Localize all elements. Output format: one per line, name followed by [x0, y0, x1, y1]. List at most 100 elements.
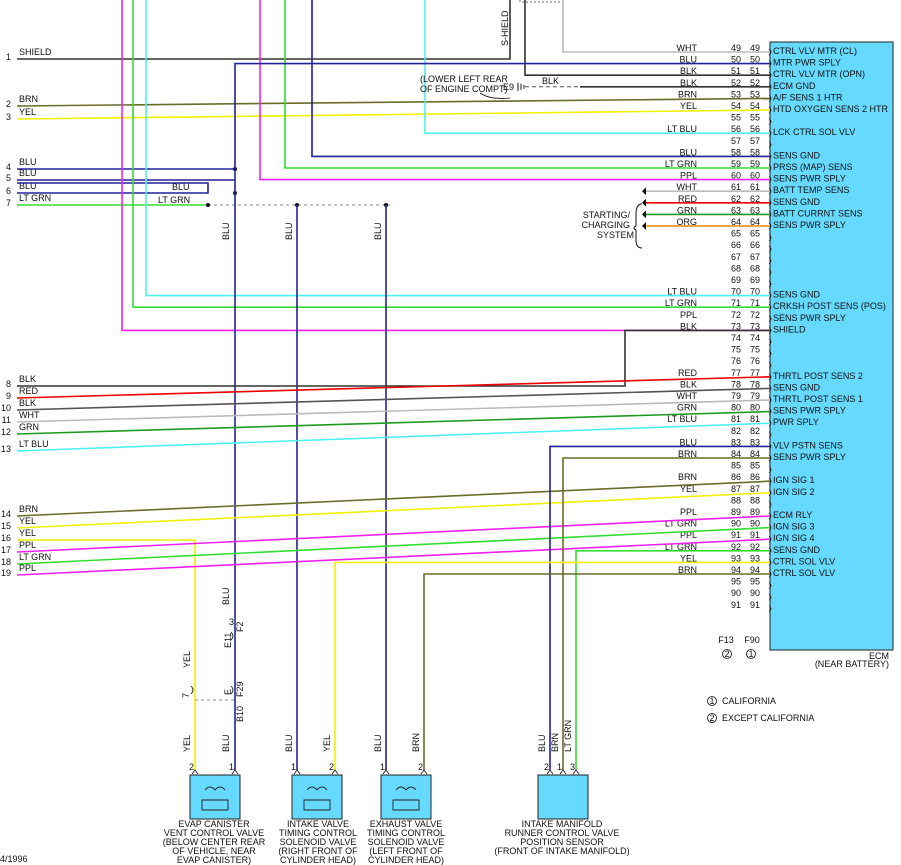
component-box	[189, 774, 241, 820]
mid-wire-label: LT GRN	[158, 195, 190, 205]
left-wire-number: 12	[1, 427, 11, 437]
pin-number: 50	[731, 55, 741, 65]
pin-number: 78	[731, 379, 741, 389]
component-name: CYLINDER HEAD)	[368, 855, 444, 865]
ecm-function: LCK CTRL SOL VLV	[773, 127, 855, 137]
pin-number: 79	[750, 391, 760, 401]
pin-number: 62	[750, 194, 760, 204]
wire-ppl	[16, 538, 771, 576]
left-wire-label: YEL	[19, 516, 36, 526]
pin-terminal	[768, 222, 772, 230]
wire-brn	[562, 457, 770, 770]
pin-terminal	[768, 524, 772, 531]
wire-label: LT GRN	[665, 519, 697, 529]
pin-number: 83	[750, 437, 760, 447]
pin-number: 57	[750, 136, 760, 146]
pin-arrow-icon	[191, 769, 199, 775]
left-wire-label: WHT	[19, 410, 40, 420]
pin-number: 94	[750, 565, 760, 575]
pin-terminal	[768, 396, 772, 404]
pin-number: 76	[750, 356, 760, 366]
ground-wire-label: BLK	[542, 76, 559, 86]
ground-location: OF ENGINE COMPT)	[420, 84, 508, 94]
component-pin: 2	[544, 762, 549, 772]
component-name: TIMING CONTROL	[367, 828, 445, 838]
pin-terminal	[768, 593, 772, 601]
pin-number: 50	[750, 55, 760, 65]
component-name: INTAKE MANIFOLD	[522, 819, 603, 829]
ecm-function: ECM GND	[773, 81, 816, 91]
wire-label: BLK	[680, 66, 697, 76]
brace	[633, 203, 643, 249]
connector-pin: 7	[181, 693, 191, 698]
ecm-function: IGN SIG 3	[773, 522, 815, 532]
ecm-function: SENS GND	[773, 197, 821, 207]
pin-number: 64	[731, 217, 741, 227]
pin-number: 86	[750, 472, 760, 482]
ecm-function: THRTL POST SENS 2	[773, 371, 863, 381]
pin-number: 49	[750, 43, 760, 53]
pin-number: 77	[750, 368, 760, 378]
pin-number: 61	[750, 182, 760, 192]
pin-number: 71	[731, 298, 741, 308]
pin-number: 83	[731, 437, 741, 447]
pin-number: 70	[750, 287, 760, 297]
starting-label: STARTING/	[583, 210, 631, 220]
left-wire-label: BRN	[19, 94, 38, 104]
wire-label: BLU	[679, 437, 697, 447]
pin-terminal	[768, 106, 772, 114]
pin-terminal	[768, 373, 772, 381]
ecm-function: CTRL VLV MTR (OPN)	[773, 69, 865, 79]
left-wire-number: 8	[6, 379, 11, 389]
vertical-wire-label: YEL	[182, 651, 192, 668]
pin-number: 82	[750, 426, 760, 436]
pin-number: 79	[731, 391, 741, 401]
wire-label: GRN	[677, 205, 697, 215]
ecm-function: ECM RLY	[773, 510, 812, 520]
pin-number: 51	[750, 66, 760, 76]
pin-number: 63	[731, 205, 741, 215]
ground-id: E9	[503, 82, 514, 92]
pin-number: 51	[731, 66, 741, 76]
ecm-function: CTRL SOL VLV	[773, 556, 835, 566]
wire-label: YEL	[680, 484, 697, 494]
pin-number: 71	[750, 298, 760, 308]
pin-terminal	[768, 535, 772, 543]
wire-label: ORG	[676, 217, 697, 227]
left-wire-label: LT GRN	[19, 552, 51, 562]
pin-number: 55	[731, 113, 741, 123]
pin-number: 69	[731, 275, 741, 285]
wire-lt-blu	[424, 0, 770, 134]
pin-number: 92	[750, 542, 760, 552]
wire-label: BRN	[678, 472, 697, 482]
starting-label: CHARGING	[581, 220, 630, 230]
pin-terminal	[768, 338, 772, 346]
pin-terminal	[768, 141, 772, 149]
vertical-wire-label: YEL	[322, 735, 332, 752]
connector-pin: 3	[229, 617, 234, 627]
ecm-function: HTD OXYGEN SENS 2 HTR	[773, 104, 889, 114]
pin-number: 58	[750, 147, 760, 157]
left-wire-number: 18	[1, 557, 11, 567]
pin-terminal	[768, 547, 772, 555]
wire-label: YEL	[680, 553, 697, 563]
pin-number: 76	[731, 356, 741, 366]
ecm-function: IGN SIG 1	[773, 475, 815, 485]
pin-number: 85	[731, 461, 741, 471]
pin-terminal	[768, 83, 772, 91]
ecm-function: SENS PWR SPLY	[773, 313, 846, 323]
pin-number: 92	[731, 542, 741, 552]
left-wire-label: BLU	[19, 157, 37, 167]
pin-terminal	[768, 71, 772, 79]
pin-number: 91	[731, 600, 741, 610]
vertical-wire-label: BLU	[221, 222, 231, 240]
component-box	[291, 774, 343, 820]
left-wire-number: 9	[6, 391, 11, 401]
pin-number: 85	[750, 461, 760, 471]
left-wire-label: GRN	[19, 422, 39, 432]
wire-yel	[16, 109, 771, 120]
pin-terminal	[768, 187, 772, 195]
left-wire-number: 19	[1, 568, 11, 578]
ecm-box	[769, 41, 894, 651]
wire-grn	[16, 410, 771, 435]
